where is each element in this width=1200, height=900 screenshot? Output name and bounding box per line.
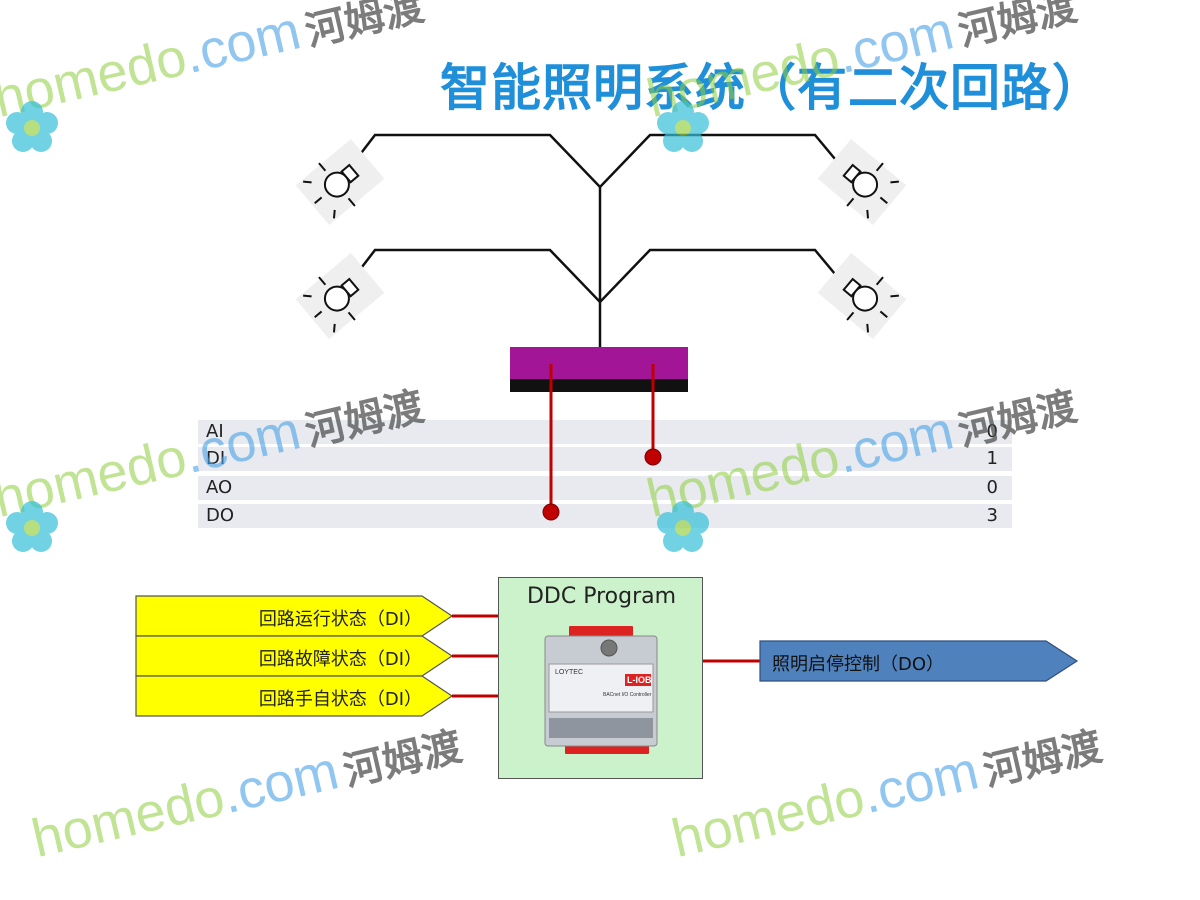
io-count: 0 (986, 477, 998, 498)
input-label-run-status: 回路运行状态（DI） (258, 609, 422, 630)
input-label-auto-manual-status: 回路手自状态（DI） (258, 689, 422, 710)
di-terminal-dot (644, 448, 662, 466)
io-label: AO (206, 477, 233, 498)
ddc-program-title: DDC Program (526, 584, 677, 609)
io-row-di: DI 1 (198, 447, 1012, 471)
lamp-top-left-icon (295, 138, 385, 226)
lighting-panel (510, 347, 688, 392)
device-subtitle-text: BACnet I/O Controller (603, 692, 652, 698)
lamp-bottom-right-icon (817, 252, 907, 340)
flower-icon (657, 101, 709, 152)
flower-icon (6, 501, 58, 552)
flower-icon (6, 101, 58, 152)
page-title: 智能照明系统（有二次回路） (440, 59, 1103, 117)
io-count: 0 (986, 421, 998, 442)
io-label: DO (206, 505, 235, 526)
io-label: AI (206, 421, 224, 442)
output-label-lighting-control: 照明启停控制（DO） (772, 654, 945, 675)
output-arrow (759, 640, 1079, 682)
io-count: 1 (986, 448, 998, 469)
do-terminal-dot (542, 503, 560, 521)
ddc-program-box: DDC Program LOYTEC L-IOB BACnet I/O Cont… (498, 577, 703, 779)
lamp-top-right-icon (817, 138, 907, 226)
input-label-fault-status: 回路故障状态（DI） (258, 649, 422, 670)
controller-device-icon: LOYTEC L-IOB BACnet I/O Controller (544, 626, 658, 754)
io-row-ao: AO 0 (198, 476, 1012, 500)
device-brand-text: L-IOB (627, 675, 652, 685)
io-count: 3 (986, 505, 998, 526)
lighting-wiring (351, 133, 841, 347)
io-row-do: DO 3 (198, 504, 1012, 528)
flower-icon (657, 501, 709, 552)
io-label: DI (206, 448, 226, 469)
device-maker-text: LOYTEC (555, 669, 583, 676)
io-row-ai: AI 0 (198, 420, 1012, 444)
lamp-bottom-left-icon (295, 252, 385, 340)
